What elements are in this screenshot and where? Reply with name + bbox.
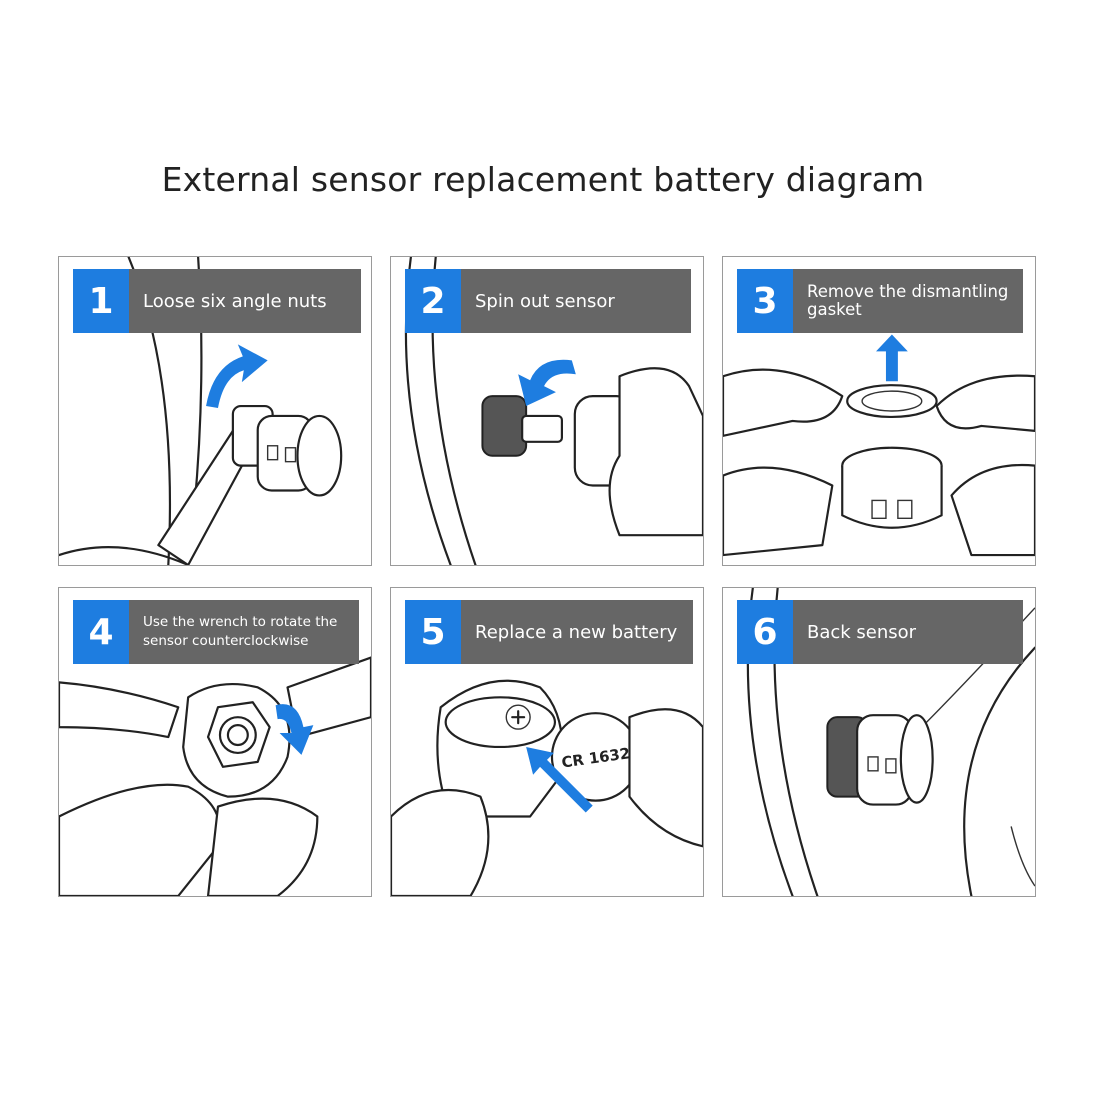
up-arrow-icon	[876, 334, 908, 382]
step-panel-6: 6 Back sensor	[722, 587, 1036, 897]
step-caption: Use the wrench to rotate the sensor coun…	[129, 600, 359, 664]
step-6-illustration	[746, 588, 1035, 896]
step-badge-2: 2 Spin out sensor	[405, 269, 691, 333]
step-caption: Spin out sensor	[461, 269, 691, 333]
step-number: 1	[73, 269, 129, 333]
step-5-illustration: CR 1632	[391, 679, 703, 896]
step-3-illustration	[723, 334, 1035, 557]
step-panel-1: 1 Loose six angle nuts	[58, 256, 372, 566]
step-number: 4	[73, 600, 129, 664]
step-caption: Back sensor	[793, 600, 1023, 664]
step-number: 3	[737, 269, 793, 333]
step-badge-5: 5 Replace a new battery	[405, 600, 693, 664]
step-badge-3: 3 Remove the dismantling gasket	[737, 269, 1023, 333]
step-badge-6: 6 Back sensor	[737, 600, 1023, 664]
rotate-arrow-icon	[206, 344, 268, 409]
step-caption: Loose six angle nuts	[129, 269, 361, 333]
step-panel-4: 4 Use the wrench to rotate the sensor co…	[58, 587, 372, 897]
step-1-illustration	[59, 257, 343, 565]
step-panel-2: 2 Spin out sensor	[390, 256, 704, 566]
rotate-arrow-icon	[518, 359, 576, 407]
step-caption: Remove the dismantling gasket	[793, 269, 1023, 333]
step-panel-5: CR 1632 5 Replace a new battery	[390, 587, 704, 897]
step-number: 6	[737, 600, 793, 664]
step-number: 5	[405, 600, 461, 664]
step-4-illustration	[59, 656, 371, 896]
rotate-arrow-icon	[275, 704, 314, 755]
step-panel-3: 3 Remove the dismantling gasket	[722, 256, 1036, 566]
step-badge-4: 4 Use the wrench to rotate the sensor co…	[73, 600, 359, 664]
step-badge-1: 1 Loose six angle nuts	[73, 269, 361, 333]
step-number: 2	[405, 269, 461, 333]
page-title: External sensor replacement battery diag…	[161, 160, 925, 199]
insert-arrow-icon	[526, 746, 593, 813]
step-caption: Replace a new battery	[461, 600, 693, 664]
